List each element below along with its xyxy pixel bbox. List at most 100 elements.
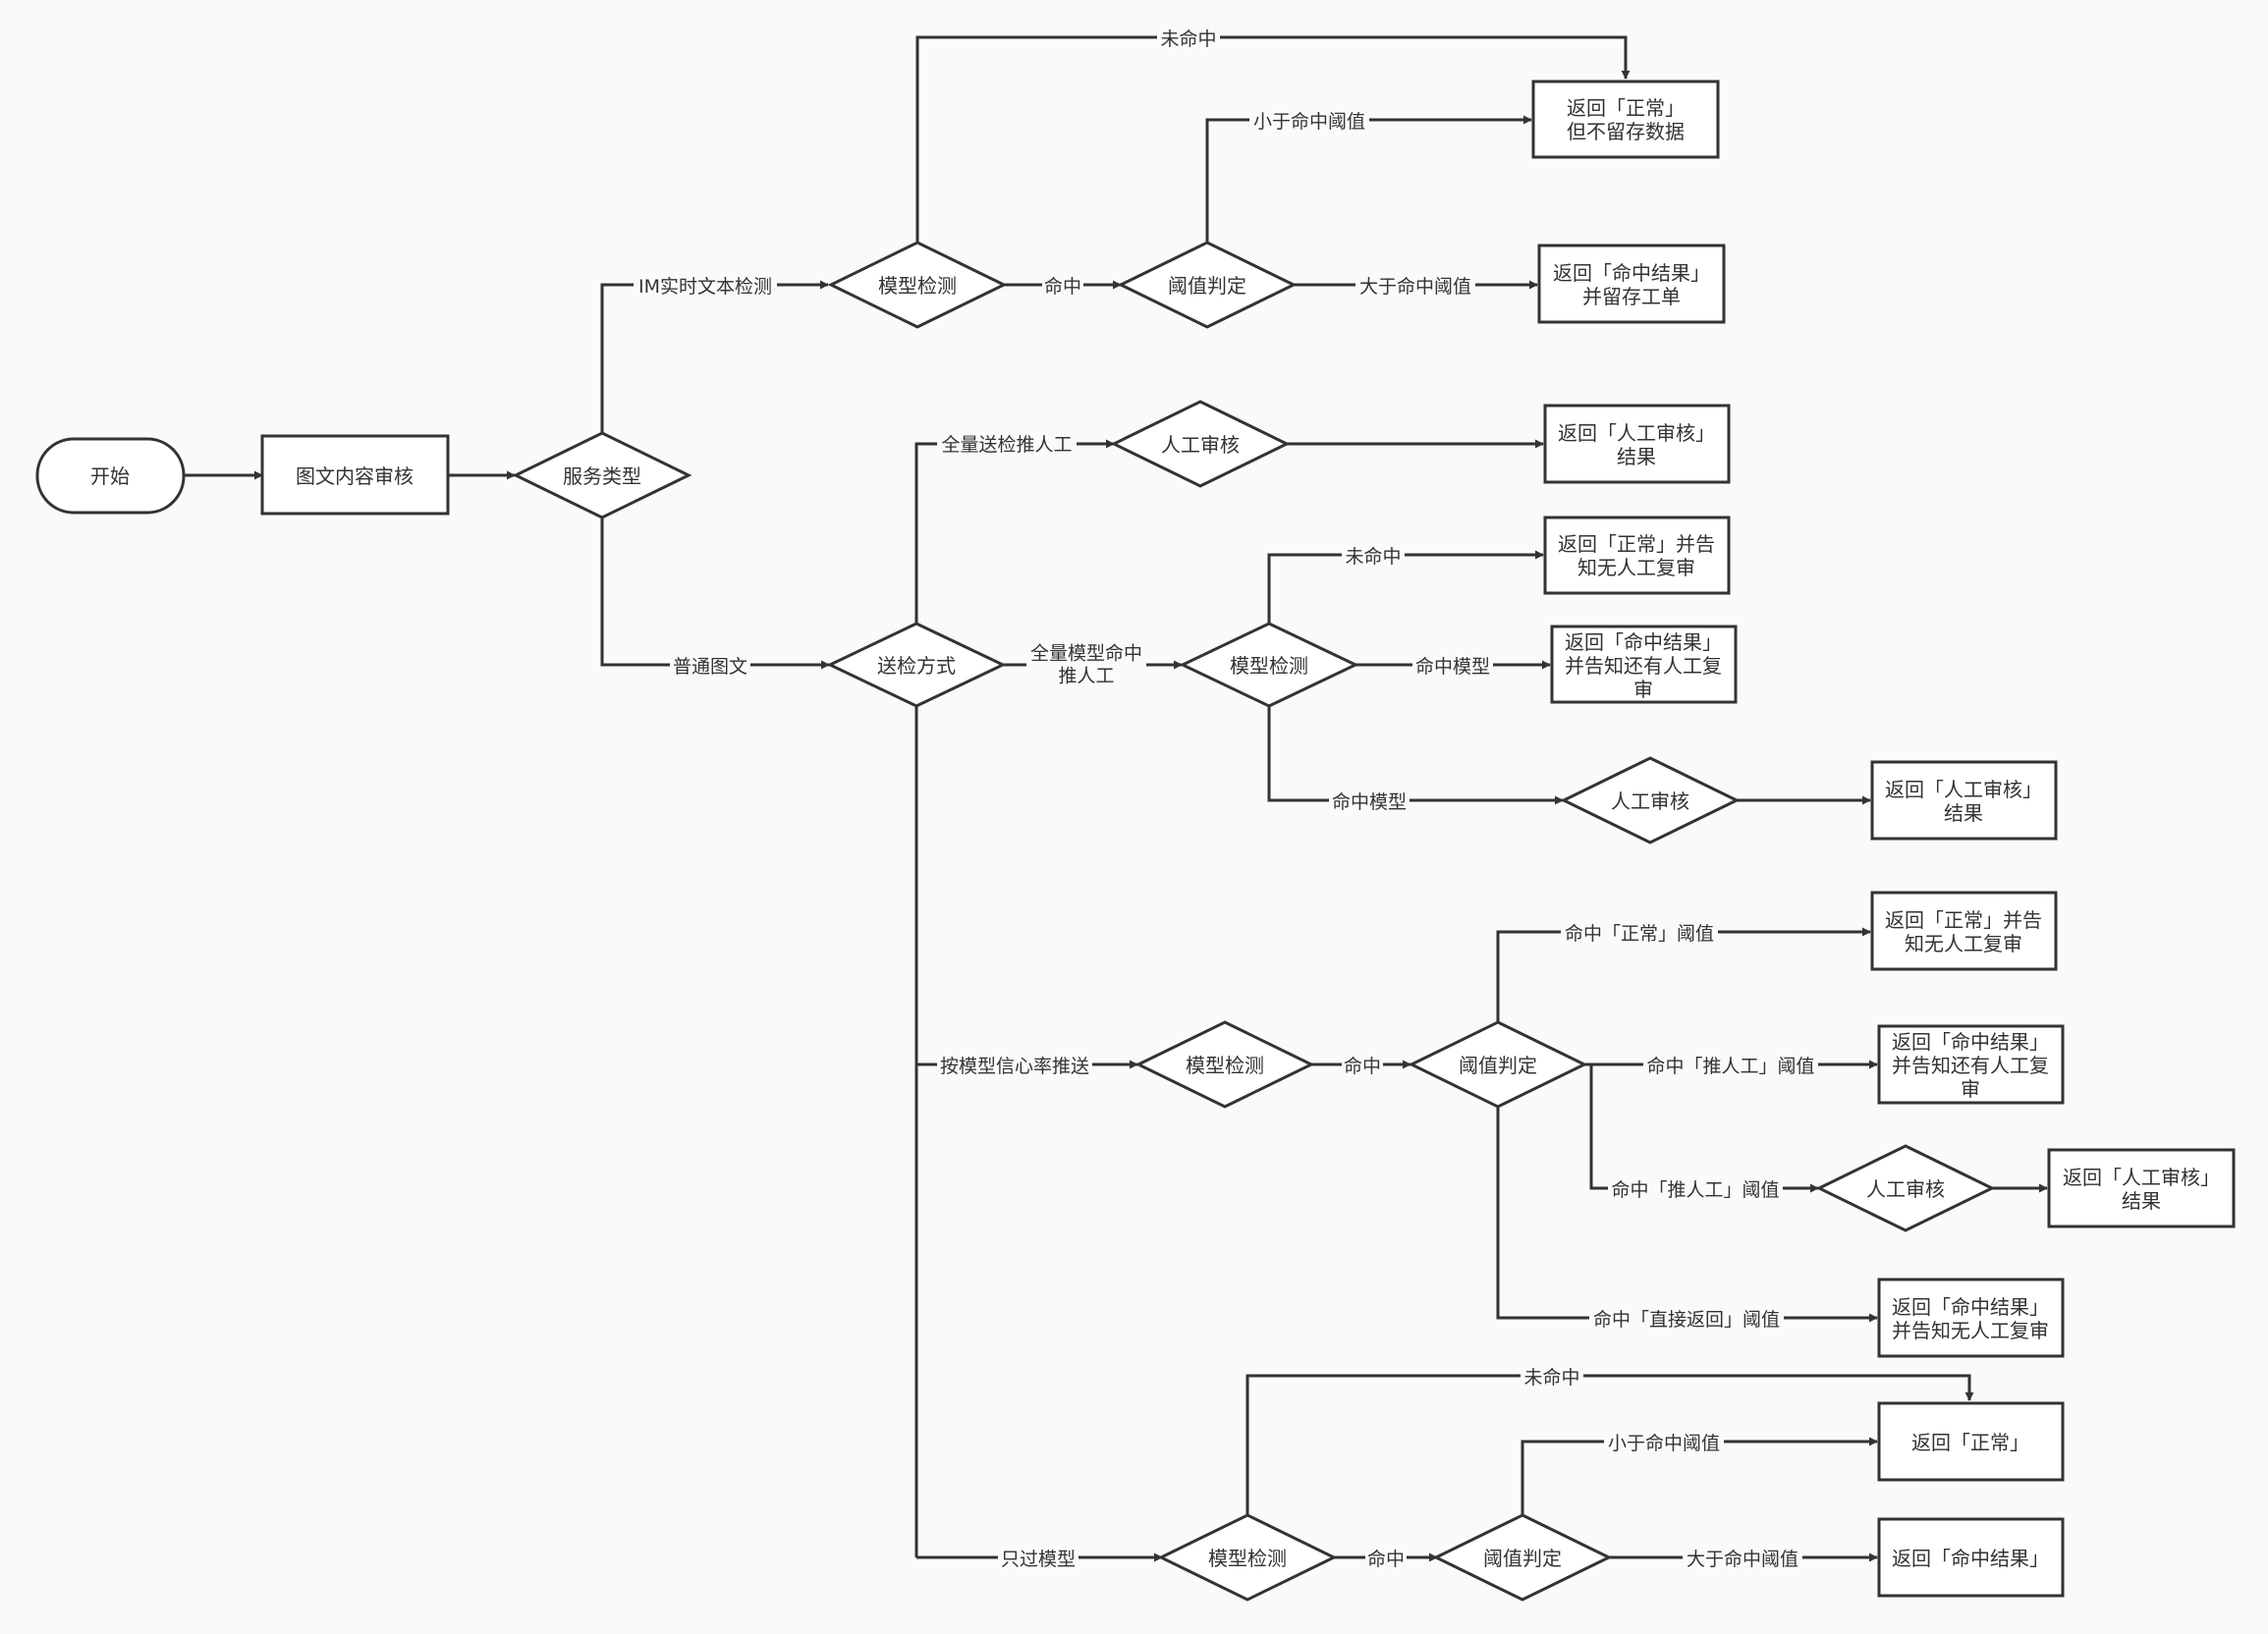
edge-label-im-below: 小于命中阈值 xyxy=(1249,108,1369,134)
svg-text:阈值判定: 阈值判定 xyxy=(1459,1054,1537,1077)
fm-return-normal-box[interactable]: 返回「正常」并告知无人工复审 xyxy=(1543,516,1731,595)
text-line: 人工审核 xyxy=(1161,433,1240,457)
text-line: 并留存工单 xyxy=(1582,285,1681,308)
svg-text:只过模型: 只过模型 xyxy=(1001,1549,1076,1570)
text-line: 结果 xyxy=(2122,1189,2161,1213)
svg-text:未命中: 未命中 xyxy=(1523,1367,1579,1389)
svg-text:返回「正常」但不留存数据: 返回「正常」但不留存数据 xyxy=(1567,96,1685,143)
text-line: 模型检测 xyxy=(1208,1547,1287,1570)
edge-im-below xyxy=(1205,115,1532,243)
text-line: 返回「命中结果」 xyxy=(1892,1547,2049,1570)
edge-label-im-above: 大于命中阈值 xyxy=(1355,273,1475,299)
fm-manual-result-box[interactable]: 返回「人工审核」结果 xyxy=(1870,760,2058,841)
submit-mode-decision[interactable]: 送检方式 xyxy=(826,622,1007,708)
edge-label-mo-above: 大于命中阈值 xyxy=(1683,1546,1802,1571)
svg-text:未命中: 未命中 xyxy=(1160,28,1216,50)
text-line: 阈值判定 xyxy=(1459,1054,1537,1077)
edge-label-cf-push: 命中「推人工」阈值 xyxy=(1643,1053,1818,1078)
text-line: IM实时文本检测 xyxy=(638,276,772,298)
text-line: 小于命中阈值 xyxy=(1253,111,1365,133)
svg-text:未命中: 未命中 xyxy=(1345,546,1401,568)
text-line: 大于命中阈值 xyxy=(1359,276,1471,298)
fm-model-check-decision[interactable]: 模型检测 xyxy=(1179,622,1359,708)
edge-fm-manual xyxy=(1267,706,1564,805)
svg-text:大于命中阈值: 大于命中阈值 xyxy=(1359,276,1471,298)
svg-text:人工审核: 人工审核 xyxy=(1866,1177,1945,1201)
svg-text:模型检测: 模型检测 xyxy=(1186,1054,1264,1077)
content-review-node[interactable]: 图文内容审核 xyxy=(260,434,450,516)
svg-text:阈值判定: 阈值判定 xyxy=(1168,274,1246,298)
edge-label-fm-hit-model: 命中模型 xyxy=(1412,653,1493,679)
text-line: 返回「正常」并告 xyxy=(1558,532,1715,556)
im-threshold-decision[interactable]: 阈值判定 xyxy=(1117,241,1298,329)
cf-threshold-decision[interactable]: 阈值判定 xyxy=(1408,1020,1588,1109)
svg-text:服务类型: 服务类型 xyxy=(563,464,641,488)
svg-text:模型检测: 模型检测 xyxy=(1208,1547,1287,1570)
svg-text:模型检测: 模型检测 xyxy=(1230,654,1308,678)
cf-return-normal-box[interactable]: 返回「正常」并告知无人工复审 xyxy=(1870,891,2058,971)
text-line: 按模型信心率推送 xyxy=(940,1056,1089,1077)
text-line: 模型检测 xyxy=(1230,654,1308,678)
nodes: 开始 图文内容审核 服务类型 模型检测 阈值判定 返回「正常」但不留存数据 返回… xyxy=(35,80,2236,1602)
text-line: 返回「人工审核」 xyxy=(1885,778,2042,801)
start-node[interactable]: 开始 xyxy=(35,437,186,515)
edge-service-normal xyxy=(600,517,830,670)
edge-label-normal-text: 普通图文 xyxy=(670,653,750,679)
svg-text:返回「人工审核」结果: 返回「人工审核」结果 xyxy=(2063,1166,2220,1213)
svg-text:人工审核: 人工审核 xyxy=(1161,433,1240,457)
svg-text:返回「正常」并告知无人工复审: 返回「正常」并告知无人工复审 xyxy=(1885,908,2042,955)
text-line: 小于命中阈值 xyxy=(1608,1433,1720,1454)
text-line: 模型检测 xyxy=(1186,1054,1264,1077)
text-line: 命中模型 xyxy=(1332,791,1407,813)
mo-model-check-decision[interactable]: 模型检测 xyxy=(1157,1513,1338,1602)
edge-labels: IM实时文本检测 未命中 命中 小于命中阈值 大于命中阈值 普通图文 全量送检推… xyxy=(634,26,1818,1571)
fm-return-hit-box[interactable]: 返回「命中结果」并告知还有人工复审 xyxy=(1550,625,1738,704)
edge-label-cf-normal: 命中「正常」阈值 xyxy=(1561,920,1718,946)
im-return-normal-box[interactable]: 返回「正常」但不留存数据 xyxy=(1531,80,1720,159)
text-line: 人工审核 xyxy=(1611,790,1689,813)
text-line: 结果 xyxy=(1944,801,1983,825)
text-line: 命中「推人工」阈值 xyxy=(1611,1179,1779,1201)
text-line: 返回「正常」并告 xyxy=(1885,908,2042,932)
svg-text:命中模型: 命中模型 xyxy=(1332,791,1407,813)
cf-manual-review-decision[interactable]: 人工审核 xyxy=(1815,1144,1996,1232)
edge-label-model-only: 只过模型 xyxy=(998,1546,1079,1571)
text-line: 并告知还有人工复 xyxy=(1565,654,1722,678)
edge-label-full-model-manual: 全量模型命中推人工 xyxy=(1026,640,1146,689)
cf-return-direct-box[interactable]: 返回「命中结果」并告知无人工复审 xyxy=(1877,1278,2065,1358)
mo-threshold-decision[interactable]: 阈值判定 xyxy=(1432,1513,1613,1602)
mo-return-normal-box[interactable]: 返回「正常」 xyxy=(1877,1401,2065,1482)
im-return-hit-box[interactable]: 返回「命中结果」并留存工单 xyxy=(1537,244,1726,324)
service-type-decision[interactable]: 服务类型 xyxy=(512,431,692,519)
edge-label-fm-hit-model2: 命中模型 xyxy=(1329,789,1410,814)
text-line: 命中 xyxy=(1344,1056,1381,1077)
svg-text:普通图文: 普通图文 xyxy=(673,656,747,678)
svg-text:返回「正常」并告知无人工复审: 返回「正常」并告知无人工复审 xyxy=(1558,532,1715,579)
svg-text:命中「推人工」阈值: 命中「推人工」阈值 xyxy=(1646,1056,1814,1077)
edge-mo-miss xyxy=(1245,1374,1974,1515)
fm-manual-review-decision[interactable]: 人工审核 xyxy=(1560,756,1741,844)
svg-text:命中: 命中 xyxy=(1344,1056,1381,1077)
text-line: 但不留存数据 xyxy=(1567,120,1685,143)
cf-manual-result-box[interactable]: 返回「人工审核」结果 xyxy=(2047,1148,2236,1228)
svg-text:送检方式: 送检方式 xyxy=(877,654,956,678)
full-manual-review-decision[interactable]: 人工审核 xyxy=(1110,400,1291,488)
svg-text:返回「命中结果」并告知无人工复审: 返回「命中结果」并告知无人工复审 xyxy=(1892,1295,2049,1342)
cf-model-check-decision[interactable]: 模型检测 xyxy=(1134,1020,1315,1109)
text-line: 命中 xyxy=(1367,1549,1405,1570)
mo-return-hit-box[interactable]: 返回「命中结果」 xyxy=(1877,1517,2065,1598)
svg-text:返回「人工审核」结果: 返回「人工审核」结果 xyxy=(1558,421,1715,468)
text-line: 知无人工复审 xyxy=(1577,556,1695,579)
svg-text:全量送检推人工: 全量送检推人工 xyxy=(941,434,1072,456)
svg-text:返回「人工审核」结果: 返回「人工审核」结果 xyxy=(1885,778,2042,825)
svg-text:小于命中阈值: 小于命中阈值 xyxy=(1608,1433,1720,1454)
edge-label-mo-below: 小于命中阈值 xyxy=(1604,1430,1724,1455)
text-line: 未命中 xyxy=(1523,1367,1579,1389)
im-model-check-decision[interactable]: 模型检测 xyxy=(827,241,1008,329)
text-line: 知无人工复审 xyxy=(1905,932,2022,955)
cf-return-hit-manual-box[interactable]: 返回「命中结果」并告知还有人工复审 xyxy=(1877,1024,2065,1105)
text-line: 并告知无人工复审 xyxy=(1892,1319,2049,1342)
edge-label-cf-direct: 命中「直接返回」阈值 xyxy=(1589,1306,1784,1332)
full-manual-result-box[interactable]: 返回「人工审核」结果 xyxy=(1543,404,1731,484)
